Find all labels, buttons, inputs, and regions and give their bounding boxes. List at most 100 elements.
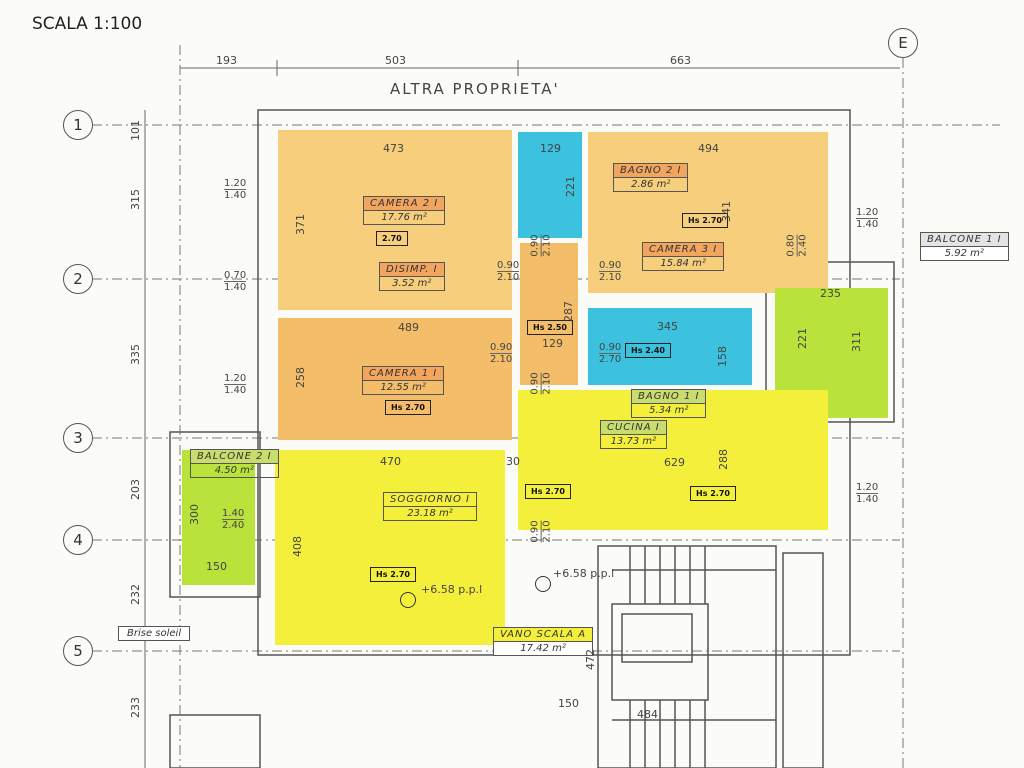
height-badge: 2.70 xyxy=(376,231,408,246)
dim: 235 xyxy=(820,287,841,300)
dim: 287 xyxy=(562,301,575,322)
room-area: 13.73 m² xyxy=(610,436,657,447)
room-area: 5.34 m² xyxy=(649,405,689,416)
dim-left-2: 315 xyxy=(129,189,142,210)
room-cucina xyxy=(518,390,828,530)
room-name: CAMERA 3 I xyxy=(643,243,724,257)
dim: 158 xyxy=(716,346,729,367)
dim: 258 xyxy=(294,367,307,388)
dim-left-6: 233 xyxy=(129,697,142,718)
height-badge: Hs 2.40 xyxy=(625,343,671,358)
dim: 150 xyxy=(558,697,579,710)
dim: 129 xyxy=(540,142,561,155)
dim-top-3: 663 xyxy=(670,54,691,67)
room-disimpegno xyxy=(520,243,578,385)
room-name: CAMERA 1 I xyxy=(363,367,444,381)
room-area: 3.52 m² xyxy=(392,278,432,289)
height-badge: Hs 2.70 xyxy=(525,484,571,499)
room-area: 23.18 m² xyxy=(407,508,453,519)
dim: 472 xyxy=(584,649,597,670)
room-name: CAMERA 2 I xyxy=(364,197,445,211)
dim: 345 xyxy=(657,320,678,333)
dim: 150 xyxy=(206,560,227,573)
dim: 470 xyxy=(380,455,401,468)
room-name: CUCINA I xyxy=(601,421,666,435)
dim: 30 xyxy=(506,455,520,468)
level-label: +6.58 p.p.l xyxy=(421,583,483,596)
dim-left-5: 232 xyxy=(129,584,142,605)
room-camera-3 xyxy=(588,132,828,293)
dim: 221 xyxy=(564,176,577,197)
grid-axis-5: 5 xyxy=(63,636,93,666)
stair-core xyxy=(597,545,777,768)
room-name: VANO SCALA A xyxy=(494,628,593,642)
room-balcone-2 xyxy=(182,450,255,585)
height-badge: Hs 2.70 xyxy=(385,400,431,415)
room-name: BAGNO 1 I xyxy=(632,390,706,404)
room-name: SOGGIORNO I xyxy=(384,493,476,507)
dim: 629 xyxy=(664,456,685,469)
height-badge: Hs 2.70 xyxy=(370,567,416,582)
level-label: +6.58 p.p.l xyxy=(553,567,615,580)
dim: 408 xyxy=(291,536,304,557)
dim-left-1: 101 xyxy=(129,120,142,141)
dim: 311 xyxy=(850,331,863,352)
room-area: 4.50 m² xyxy=(214,465,254,476)
dim: 341 xyxy=(720,201,733,222)
room-soggiorno xyxy=(275,450,505,645)
room-closet xyxy=(518,132,582,238)
grid-axis-e: E xyxy=(888,28,918,58)
dim: 484 xyxy=(637,708,658,721)
neighbor-label: ALTRA PROPRIETA' xyxy=(390,80,560,98)
dim-left-3: 335 xyxy=(129,344,142,365)
brise-soleil-label: Brise soleil xyxy=(118,626,191,641)
dim-left-4: 203 xyxy=(129,479,142,500)
height-badge: Hs 2.70 xyxy=(690,486,736,501)
room-camera-2 xyxy=(278,130,512,310)
level-marker-icon xyxy=(400,592,416,608)
elevator-shaft xyxy=(611,603,709,701)
room-area: 17.42 m² xyxy=(520,643,566,654)
balcone1-wall xyxy=(765,261,895,423)
balcone2-wall xyxy=(169,431,261,598)
room-area: 17.76 m² xyxy=(381,212,427,223)
dim: 494 xyxy=(698,142,719,155)
dim: 221 xyxy=(796,328,809,349)
room-area: 12.55 m² xyxy=(380,382,426,393)
dim-top-1: 193 xyxy=(216,54,237,67)
dim: 288 xyxy=(717,449,730,470)
dim: 129 xyxy=(542,337,563,350)
room-name: BALCONE 2 I xyxy=(191,450,278,464)
room-name: DISIMP. I xyxy=(380,263,444,277)
grid-axis-2: 2 xyxy=(63,264,93,294)
height-badge: Hs 2.50 xyxy=(527,320,573,335)
grid-axis-3: 3 xyxy=(63,423,93,453)
elevator-cabin xyxy=(621,613,693,663)
grid-axis-1: 1 xyxy=(63,110,93,140)
dim: 489 xyxy=(398,321,419,334)
room-name: BAGNO 2 I xyxy=(614,164,688,178)
height-badge: Hs 2.70 xyxy=(682,213,728,228)
room-area: 2.86 m² xyxy=(631,179,671,190)
dim-top-2: 503 xyxy=(385,54,406,67)
